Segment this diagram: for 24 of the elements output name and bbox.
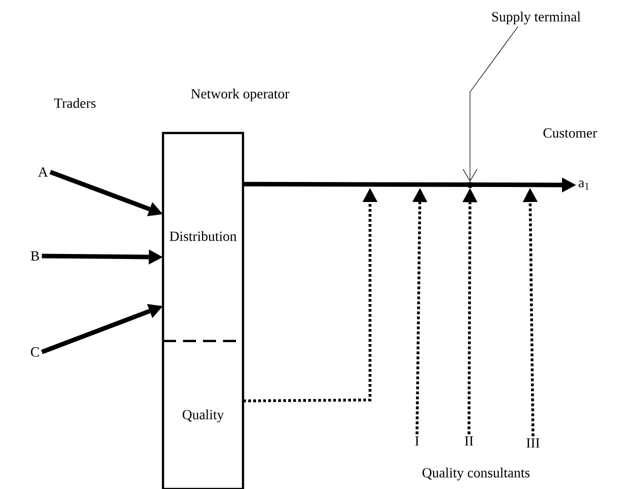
arrow bbox=[462, 188, 478, 434]
arrow bbox=[522, 188, 538, 436]
output-label: a$_{1}$ bbox=[578, 180, 589, 190]
section-label: Quality bbox=[182, 410, 224, 422]
callout-text: Supply terminal bbox=[492, 12, 580, 24]
group-label: Traders bbox=[54, 98, 96, 108]
arrow bbox=[243, 177, 576, 192]
section-label: Distribution bbox=[170, 231, 237, 241]
box-heading: Network operator bbox=[191, 88, 290, 102]
consultant-label: III bbox=[526, 438, 540, 448]
arrow bbox=[49, 170, 163, 216]
trader-label: C bbox=[30, 347, 39, 357]
operator-box bbox=[162, 132, 244, 489]
arrow bbox=[42, 249, 163, 264]
arrow bbox=[41, 304, 163, 354]
arrow bbox=[243, 188, 378, 402]
group-label: Quality consultants bbox=[422, 468, 530, 480]
consultant-label: I bbox=[415, 436, 419, 446]
group-label: Customer bbox=[543, 128, 597, 138]
arrow bbox=[412, 188, 428, 434]
trader-label: A bbox=[38, 167, 48, 177]
leader-line bbox=[462, 26, 518, 182]
trader-label: B bbox=[30, 251, 39, 261]
consultant-label: II bbox=[464, 436, 474, 446]
